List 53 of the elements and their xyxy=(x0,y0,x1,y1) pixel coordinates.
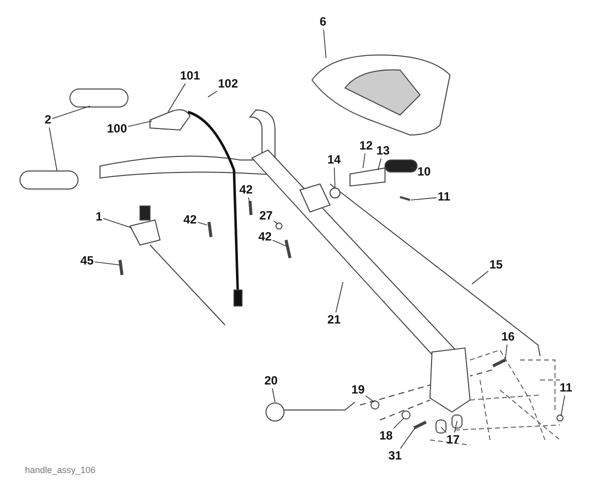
leader-line xyxy=(400,428,416,449)
leader-line xyxy=(410,197,438,200)
leader-line xyxy=(273,220,278,224)
callout-number: 2 xyxy=(44,114,52,126)
leader-line xyxy=(334,167,336,188)
leader-line xyxy=(94,262,120,266)
callout-number: 42 xyxy=(239,184,253,196)
callout-number: 1 xyxy=(96,210,102,224)
callout-number: 21 xyxy=(327,314,341,326)
leader-line xyxy=(197,222,208,226)
drawing-reference: handle_assy_106 xyxy=(25,465,96,475)
leader-line xyxy=(365,395,374,402)
callout-number: 100 xyxy=(106,122,128,136)
callout-number: 45 xyxy=(80,254,94,268)
leader-line xyxy=(335,282,344,313)
callout-number: 19 xyxy=(351,384,365,396)
callout-number: 17 xyxy=(446,434,460,446)
callout-number: 13 xyxy=(376,144,390,158)
leader-line xyxy=(560,395,566,416)
leader-line xyxy=(362,153,366,168)
leader-line xyxy=(102,218,132,228)
callout-number: 16 xyxy=(501,330,515,344)
leader-line xyxy=(323,29,326,58)
leader-line xyxy=(393,418,404,429)
leader-line xyxy=(440,426,446,433)
callout-number: 20 xyxy=(264,374,278,388)
leader-line xyxy=(168,83,186,112)
leader-line xyxy=(208,90,218,98)
leader-line xyxy=(272,388,276,402)
leader-line xyxy=(272,240,286,246)
callout-number: 27 xyxy=(259,210,273,222)
callout-number: 15 xyxy=(489,258,503,272)
callout-number: 101 xyxy=(180,70,200,82)
callout-number: 10 xyxy=(417,166,431,178)
leader-line xyxy=(52,106,90,119)
callout-number: 11 xyxy=(438,190,450,204)
callout-number: 42 xyxy=(183,214,197,226)
leader-line xyxy=(128,120,152,127)
leader-line xyxy=(454,420,458,433)
callout-number: 11 xyxy=(560,382,572,394)
callout-number: 14 xyxy=(327,154,341,166)
callout-number: 42 xyxy=(258,230,272,244)
callout-number: 6 xyxy=(320,16,326,28)
leader-line xyxy=(378,158,382,170)
callout-number: 31 xyxy=(388,450,402,462)
leader-line xyxy=(48,127,58,172)
leader-line xyxy=(248,197,250,204)
leader-line xyxy=(472,270,489,284)
leader-line xyxy=(504,344,508,362)
callout-number: 102 xyxy=(218,78,238,90)
callout-number: 12 xyxy=(359,140,373,152)
leader-line xyxy=(410,166,417,170)
callout-number: 18 xyxy=(379,430,393,442)
